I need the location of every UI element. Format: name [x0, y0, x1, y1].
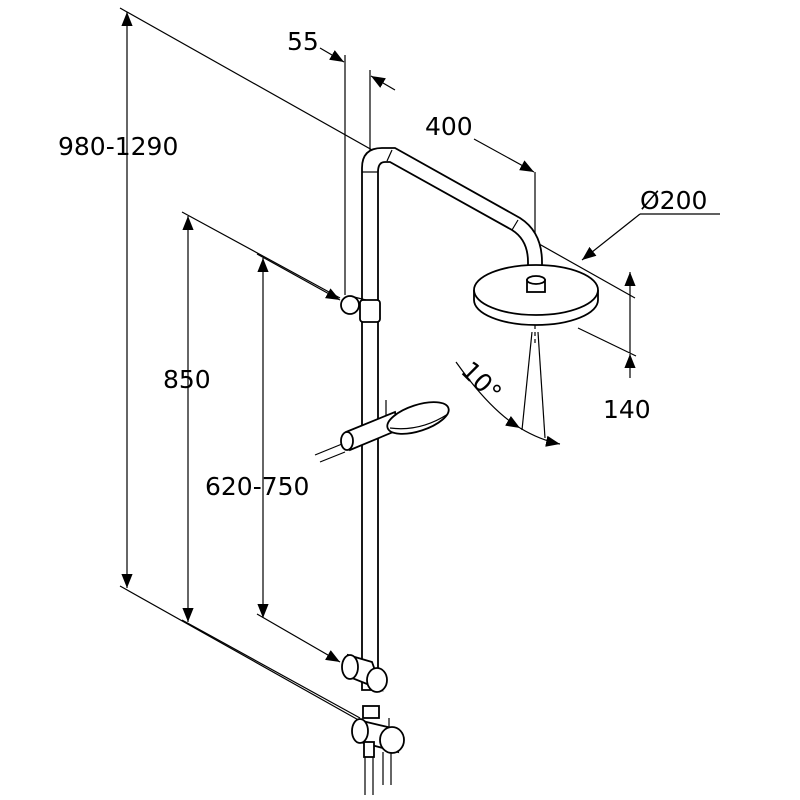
- dimension-label-head-drop: 140: [603, 395, 651, 424]
- dimension-head-drop: 140: [577, 272, 651, 424]
- dimension-label-wall-offset: 55: [287, 27, 319, 56]
- dimension-label-tilt-angle: 10°: [455, 356, 507, 408]
- dimension-wall-offset: 55: [287, 27, 396, 295]
- diverter-mixer: [351, 705, 405, 795]
- overhead-shower-head: [473, 264, 599, 326]
- dimension-tilt-angle: 10°: [455, 318, 561, 447]
- dimension-total-height: 980-1290: [58, 7, 636, 723]
- hand-shower: [314, 400, 450, 463]
- dimension-head-diameter: Ø200: [581, 186, 720, 261]
- dimension-label-holder-range: 620-750: [205, 472, 309, 501]
- dimension-label-arm-length: 400: [425, 112, 473, 141]
- dimension-label-total-height: 980-1290: [58, 132, 178, 161]
- rail-bottom-bracket: [341, 653, 388, 693]
- rail-top-bracket: [340, 295, 381, 323]
- dimension-rail-height: 850: [163, 211, 361, 719]
- dimension-label-head-diameter: Ø200: [640, 186, 707, 215]
- dimension-label-rail-height: 850: [163, 365, 211, 394]
- dimension-holder-range: 620-750: [205, 253, 341, 663]
